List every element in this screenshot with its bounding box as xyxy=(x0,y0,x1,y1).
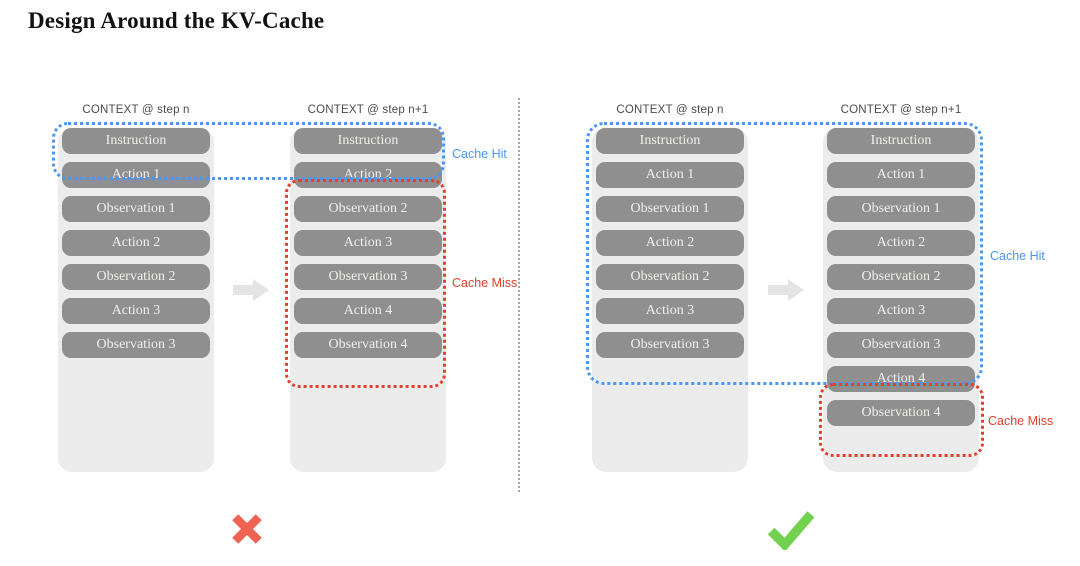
context-block: Observation 2 xyxy=(62,264,210,290)
context-block: Action 2 xyxy=(827,230,975,256)
context-block: Observation 2 xyxy=(827,264,975,290)
cache-miss-label: Cache Miss xyxy=(988,414,1054,428)
context-column-header: CONTEXT @ step n xyxy=(616,104,724,116)
context-block: Instruction xyxy=(827,128,975,154)
context-block: Observation 4 xyxy=(827,400,975,426)
context-block: Instruction xyxy=(294,128,442,154)
context-block: Observation 1 xyxy=(62,196,210,222)
context-block: Action 3 xyxy=(596,298,744,324)
context-column-header: CONTEXT @ step n xyxy=(82,104,190,116)
context-block: Observation 1 xyxy=(827,196,975,222)
context-block: Observation 4 xyxy=(294,332,442,358)
page-title: Design Around the KV-Cache xyxy=(28,8,325,33)
context-column-header: CONTEXT @ step n+1 xyxy=(307,104,429,116)
context-block: Action 1 xyxy=(596,162,744,188)
step-transition-arrow-icon xyxy=(768,279,804,301)
context-block: Observation 3 xyxy=(294,264,442,290)
context-block: Action 2 xyxy=(62,230,210,256)
context-block: Action 4 xyxy=(294,298,442,324)
step-transition-arrow-icon xyxy=(233,279,269,301)
context-block: Instruction xyxy=(596,128,744,154)
context-block: Action 2 xyxy=(294,162,442,188)
check-icon xyxy=(768,511,814,550)
context-block: Observation 1 xyxy=(596,196,744,222)
cross-icon xyxy=(232,514,262,544)
context-block: Action 4 xyxy=(827,366,975,392)
context-block: Observation 3 xyxy=(596,332,744,358)
cache-hit-label: Cache Hit xyxy=(990,249,1045,263)
context-block: Action 3 xyxy=(827,298,975,324)
context-block: Observation 3 xyxy=(827,332,975,358)
context-block: Action 3 xyxy=(62,298,210,324)
context-block: Action 1 xyxy=(62,162,210,188)
context-block: Action 1 xyxy=(827,162,975,188)
context-block: Action 2 xyxy=(596,230,744,256)
context-block: Observation 2 xyxy=(294,196,442,222)
panel-divider xyxy=(518,98,520,492)
context-block: Observation 3 xyxy=(62,332,210,358)
cache-miss-label: Cache Miss xyxy=(452,276,518,290)
context-column-header: CONTEXT @ step n+1 xyxy=(840,104,962,116)
context-block: Observation 2 xyxy=(596,264,744,290)
context-block: Instruction xyxy=(62,128,210,154)
cache-hit-label: Cache Hit xyxy=(452,147,507,161)
context-block: Action 3 xyxy=(294,230,442,256)
